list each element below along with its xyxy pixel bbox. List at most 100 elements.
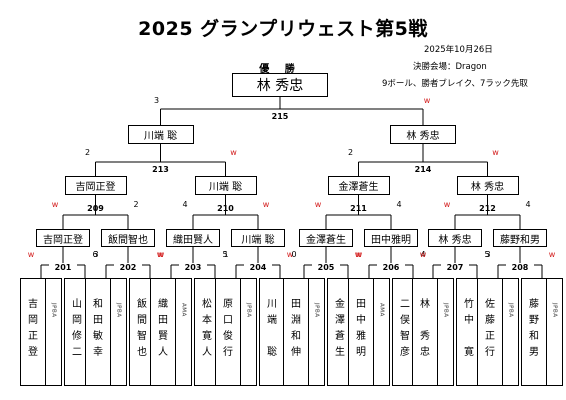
match-score: 5: [484, 250, 490, 259]
match-score: w: [262, 200, 270, 209]
bracket-player-box: 織田賢人: [166, 229, 220, 247]
player-org-column: JPBA: [309, 279, 324, 385]
player-org-column: JPBA: [503, 279, 518, 385]
player-name: 川端 聡: [260, 279, 285, 385]
match-number: 202: [114, 263, 142, 272]
player-org-column: JPBA: [438, 279, 453, 385]
match-score: 4: [396, 200, 402, 209]
match-score: w: [419, 250, 427, 259]
player-name: 田中雅明: [349, 279, 374, 385]
match-number: 203: [179, 263, 207, 272]
player-org: AMA: [378, 303, 385, 317]
match-score: w: [492, 148, 499, 157]
match-number: 201: [49, 263, 77, 272]
player-card: 吉岡正登 JPBA: [20, 278, 62, 386]
player-org-column: JPBA: [111, 279, 126, 385]
player-org: JPBA: [551, 303, 558, 318]
player-org-column: AMA: [176, 279, 191, 385]
bracket-player-box: 林 秀忠: [456, 176, 519, 195]
bracket-player-box: 川端 聡: [127, 125, 194, 144]
player-org-column: JPBA: [46, 279, 61, 385]
match-number: 212: [479, 204, 496, 213]
champion-box: 林 秀忠: [232, 73, 328, 97]
match-number: 205: [312, 263, 340, 272]
champion-label: 優 勝: [259, 64, 301, 75]
match-score: w: [230, 148, 237, 157]
match-score: 4: [182, 200, 188, 209]
player-card: 田淵和伸 JPBA: [283, 278, 325, 386]
match-score: w: [355, 250, 363, 259]
match-score: w: [157, 250, 165, 259]
bracket-player-box: 金澤蒼生: [327, 176, 390, 195]
player-name: 藤野和男: [522, 279, 547, 385]
match-score: w: [51, 200, 59, 209]
player-org: JPBA: [245, 303, 252, 318]
match-number: 215: [271, 112, 289, 121]
match-score: w: [548, 250, 556, 259]
event-venue: 決勝会場：Dragon: [413, 62, 487, 72]
bracket-player-box: 川端 聡: [231, 229, 285, 247]
match-number: 207: [441, 263, 469, 272]
player-name: 和田敏幸: [86, 279, 111, 385]
match-score: 5: [222, 250, 228, 259]
player-card: 織田賢人 AMA: [150, 278, 192, 386]
match-score: 1: [223, 250, 229, 259]
player-card: 田中雅明 AMA: [348, 278, 390, 386]
player-card: 佐藤正行 JPBA: [477, 278, 519, 386]
player-org-column: AMA: [374, 279, 389, 385]
player-name: 吉岡正登: [21, 279, 46, 385]
match-number: 213: [152, 165, 169, 174]
bracket-player-box: 飯間智也: [101, 229, 155, 247]
match-number: 208: [506, 263, 534, 272]
match-score: w: [314, 200, 322, 209]
match-number: 204: [244, 263, 272, 272]
match-score: 3: [93, 250, 99, 259]
match-score: w: [443, 200, 451, 209]
match-score: 6: [92, 250, 98, 259]
event-rules: 9ボール、勝者ブレイク、7ラック先取: [382, 79, 528, 89]
match-number: 206: [377, 263, 405, 272]
bracket-player-box: 林 秀忠: [390, 125, 456, 144]
match-score: w: [286, 250, 294, 259]
player-org: JPBA: [313, 303, 320, 318]
bracket-player-box: 川端 聡: [194, 176, 257, 195]
match-score: w: [423, 96, 431, 105]
event-date: 2025年10月26日: [424, 45, 493, 55]
match-score: 2: [133, 200, 139, 209]
match-number: 210: [217, 204, 234, 213]
match-score: 4: [420, 250, 426, 259]
bracket-player-box: 吉岡正登: [36, 229, 90, 247]
player-card: 和田敏幸 JPBA: [85, 278, 127, 386]
player-org: JPBA: [442, 303, 449, 318]
match-score: 0: [291, 250, 297, 259]
player-org: JPBA: [507, 303, 514, 318]
player-org: JPBA: [50, 303, 57, 318]
bracket-player-box: 吉岡正登: [64, 176, 127, 195]
bracket-player-box: 藤野和男: [493, 229, 547, 247]
match-score: w: [27, 250, 35, 259]
match-score: 3: [485, 250, 491, 259]
player-name: 林 秀忠: [413, 279, 438, 385]
player-name: 田淵和伸: [284, 279, 309, 385]
match-number: 214: [414, 165, 432, 174]
player-card: 藤野和男 JPBA: [521, 278, 563, 386]
player-org-column: JPBA: [547, 279, 562, 385]
player-name: 佐藤正行: [478, 279, 503, 385]
match-score: 2: [84, 148, 91, 157]
match-score: 2: [347, 148, 354, 157]
player-card: 原口俊行 JPBA: [215, 278, 257, 386]
player-name: 原口俊行: [216, 279, 241, 385]
player-org: JPBA: [115, 303, 122, 318]
bracket-player-box: 林 秀忠: [428, 229, 482, 247]
match-number: 211: [350, 204, 367, 213]
match-score: 4: [525, 200, 531, 209]
player-card: 林 秀忠 JPBA: [412, 278, 454, 386]
player-org: AMA: [180, 303, 187, 317]
bracket-player-box: 金澤蒼生: [299, 229, 353, 247]
match-number: 209: [87, 204, 104, 213]
match-score: 3: [153, 96, 160, 105]
match-score: w: [354, 250, 362, 259]
match-score: w: [156, 250, 164, 259]
player-name: 織田賢人: [151, 279, 176, 385]
bracket-player-box: 田中雅明: [364, 229, 418, 247]
